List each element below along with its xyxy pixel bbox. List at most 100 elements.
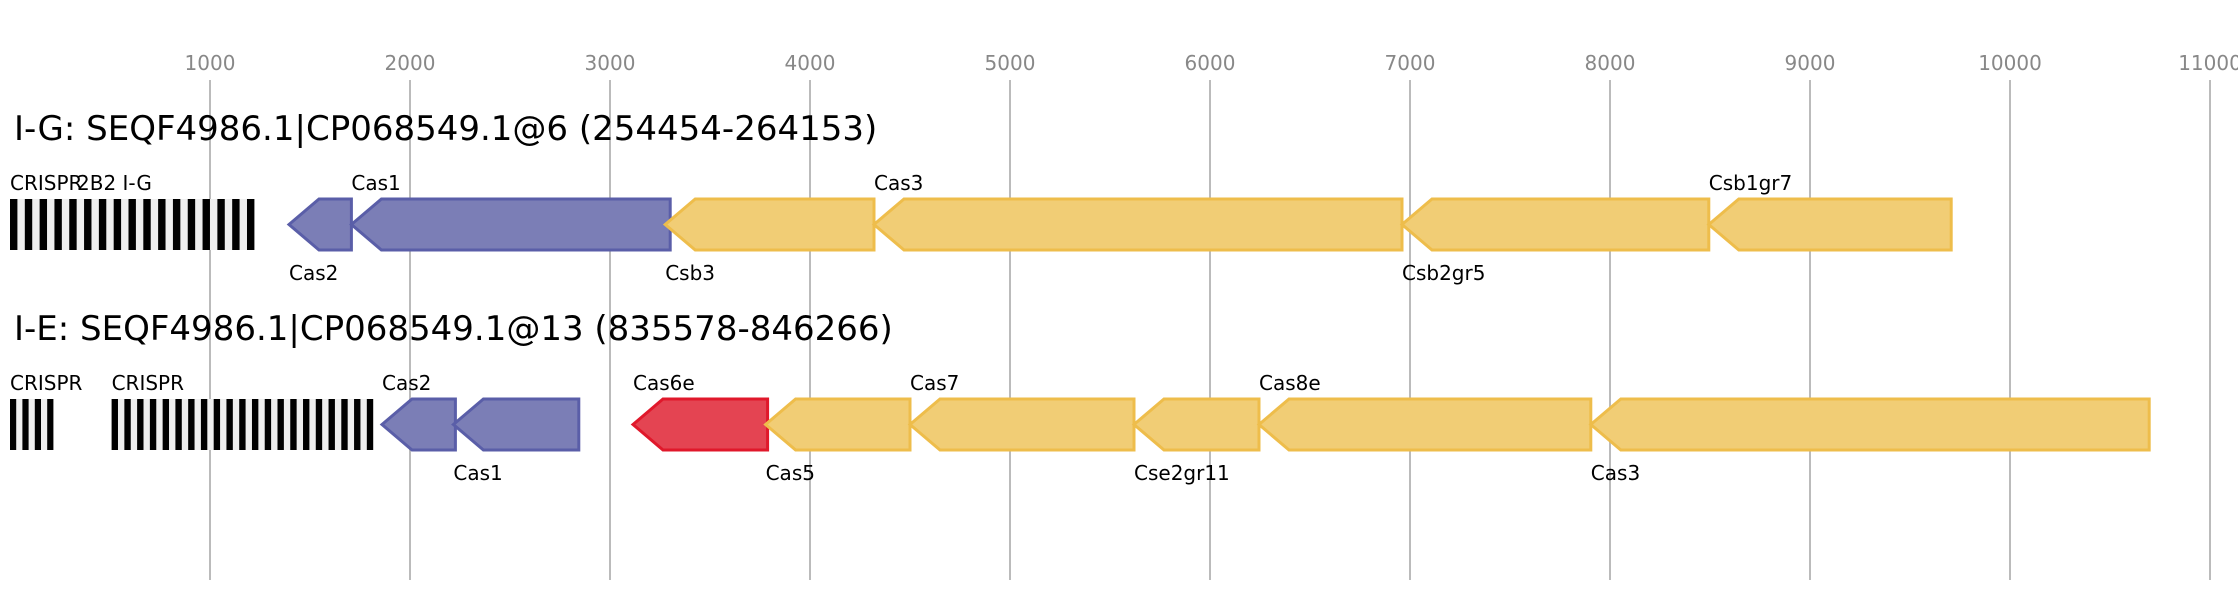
crispr-repeat (172, 199, 181, 250)
crispr-repeat (264, 399, 272, 450)
gene-csb1gr7[interactable]: Csb1gr7 (1706, 171, 1953, 252)
crispr-repeat (158, 199, 166, 250)
crispr-label: CRISPR (112, 371, 185, 395)
gene-label: Cas1 (453, 461, 502, 485)
crispr-repeat (232, 199, 240, 250)
crispr-repeat (47, 399, 54, 450)
gene-arrow (630, 397, 770, 452)
crispr-repeat (143, 199, 151, 250)
gene-label: Cas3 (874, 171, 923, 195)
gene-arrow (871, 197, 1404, 252)
gene-arrow (286, 197, 353, 252)
crispr-repeat (187, 199, 196, 250)
gene-label: Csb1gr7 (1709, 171, 1792, 195)
gene-cas3[interactable]: Cas3 (871, 171, 1404, 252)
gene-arrow (1131, 397, 1261, 452)
crispr-repeat (366, 399, 374, 450)
gene-label: Cas7 (910, 371, 959, 395)
crispr-label: CRISPR (10, 171, 83, 195)
gene-arrow (1588, 397, 2151, 452)
crispr-repeat (34, 399, 41, 450)
gene-label: Cas2 (289, 261, 338, 285)
gene-arrow (1706, 197, 1953, 252)
crispr-repeat (124, 399, 131, 450)
gene-label: Cas6e (633, 371, 695, 395)
gene-arrow (907, 397, 1136, 452)
gene-arrow (1399, 197, 1711, 252)
gene-label: Cas1 (351, 171, 400, 195)
gene-csb3[interactable]: Csb3 (662, 197, 876, 285)
crispr-repeat (202, 199, 210, 250)
gene-cas5[interactable]: Cas5 (763, 397, 912, 485)
crispr-repeat (113, 199, 122, 250)
gene-label: Cas3 (1591, 461, 1640, 485)
tick-label: 3000 (585, 51, 636, 75)
crispr-repeat (290, 399, 297, 450)
crispr-repeat (69, 199, 77, 250)
tick-label: 7000 (1385, 51, 1436, 75)
crispr-repeat (24, 199, 33, 250)
tick-label: 1000 (185, 51, 236, 75)
crispr-repeat (277, 399, 284, 450)
crispr-repeat (354, 399, 361, 450)
crispr-repeat (239, 399, 246, 450)
gene-cas3[interactable]: Cas3 (1588, 397, 2151, 485)
crispr-repeat (303, 399, 310, 450)
tick-label: 5000 (985, 51, 1036, 75)
crispr-repeat (84, 199, 92, 250)
gene-cas8e[interactable]: Cas8e (1256, 371, 1593, 452)
gene-label: Csb2gr5 (1402, 261, 1485, 285)
crispr-repeat (22, 399, 29, 450)
crispr-label: CRISPR (10, 371, 83, 395)
crispr-repeat (149, 399, 157, 450)
gene-arrow (451, 397, 581, 452)
tick-label: 11000 (2178, 51, 2238, 75)
gene-arrow (662, 197, 876, 252)
crispr-repeat (54, 199, 62, 250)
crispr-repeat (217, 199, 225, 250)
gene-arrow (763, 397, 912, 452)
tick-label: 6000 (1185, 51, 1236, 75)
gene-cas2[interactable]: Cas2 (286, 197, 353, 285)
gene-cse2gr11[interactable]: Cse2gr11 (1131, 397, 1261, 485)
tick-label: 4000 (785, 51, 836, 75)
crispr-repeat (111, 399, 118, 450)
crispr-repeat (213, 399, 221, 450)
gene-csb2gr5[interactable]: Csb2gr5 (1399, 197, 1711, 285)
crispr-repeat (10, 399, 17, 450)
crispr-repeat (175, 399, 182, 450)
gene-cas7[interactable]: Cas7 (907, 371, 1136, 452)
gene-cas1[interactable]: Cas1 (451, 397, 581, 485)
gene-arrow (349, 197, 672, 252)
crispr-repeat (315, 399, 323, 450)
tick-label: 10000 (1978, 51, 2042, 75)
tick-label: 2000 (385, 51, 436, 75)
crispr-repeat (251, 399, 259, 450)
crispr-array[interactable]: CRISPR (10, 371, 83, 450)
crispr-array[interactable]: CRISPR (111, 371, 374, 450)
tick-label: 9000 (1785, 51, 1836, 75)
crispr-repeat (137, 399, 144, 450)
gene-arrow (379, 397, 457, 452)
gene-label: Cas8e (1259, 371, 1321, 395)
crispr-repeat (188, 399, 195, 450)
gene-cas2[interactable]: Cas2 (379, 371, 457, 452)
gene-label: Cse2gr11 (1134, 461, 1230, 485)
crispr-repeat (39, 199, 48, 250)
crispr-repeat (200, 399, 208, 450)
crispr-repeat (128, 199, 136, 250)
gene-cas6e[interactable]: Cas6e (630, 371, 770, 452)
gene-cas1[interactable]: Cas1 (349, 171, 672, 252)
track-title-2: I-E: SEQF4986.1|CP068549.1@13 (835578-84… (14, 309, 893, 349)
crispr-repeat (162, 399, 170, 450)
crispr-repeat (226, 399, 233, 450)
crispr-repeat (328, 399, 335, 450)
track-title-1: I-G: SEQF4986.1|CP068549.1@6 (254454-264… (14, 109, 877, 149)
crispr-spacers (10, 399, 54, 450)
